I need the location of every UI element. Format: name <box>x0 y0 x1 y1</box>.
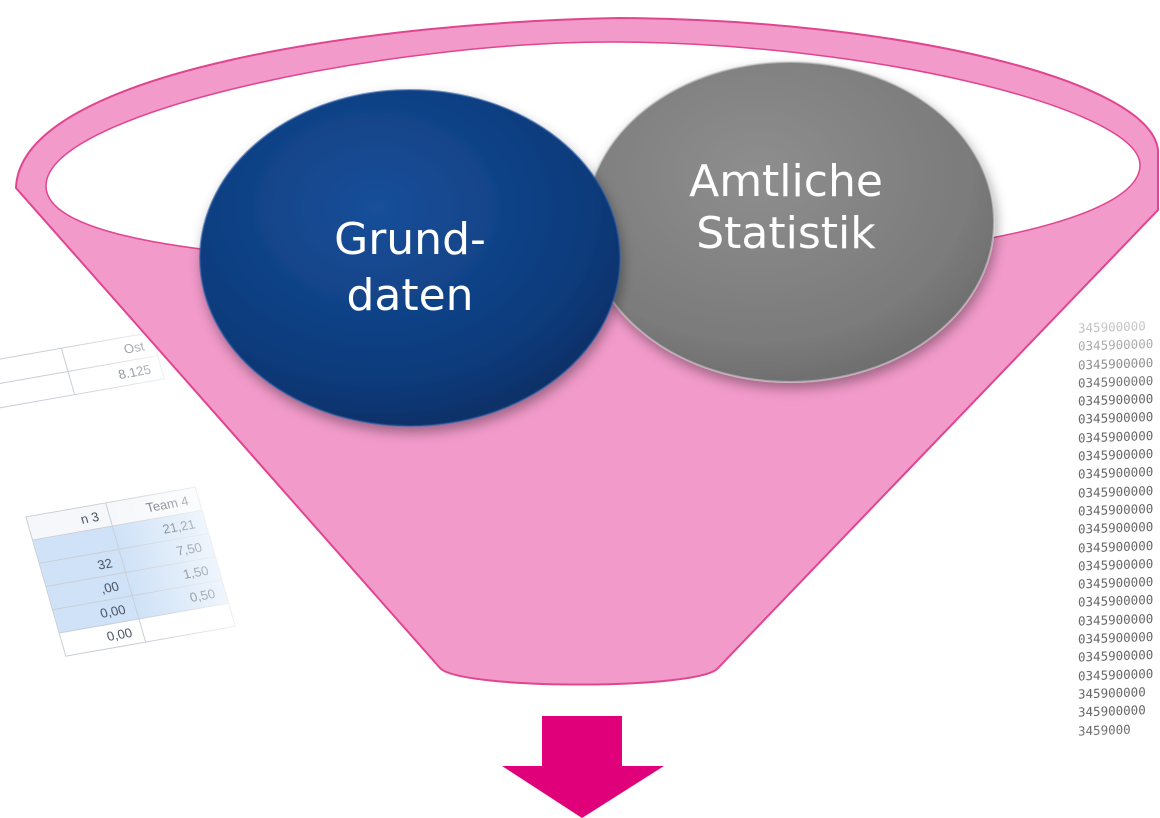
grunddaten-label-line2: daten <box>346 270 473 321</box>
grunddaten-label-line1: Grund- <box>334 214 486 265</box>
output-arrow-icon <box>502 716 664 818</box>
statistik-label-line1: Amtliche <box>689 156 883 207</box>
statistik-label-line2: Statistik <box>696 208 876 259</box>
input-circle-grunddaten <box>199 89 621 427</box>
